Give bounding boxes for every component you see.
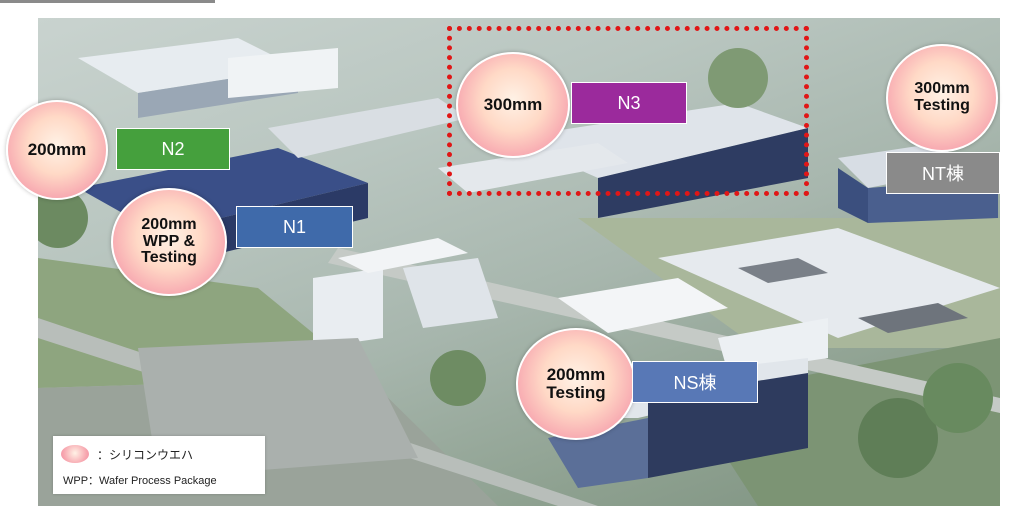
top-rule bbox=[0, 0, 215, 3]
label-n2: N2 bbox=[116, 128, 230, 170]
circle-300mm-testing: 300mm Testing bbox=[886, 44, 998, 152]
n3-highlight-frame bbox=[447, 26, 809, 196]
legend-box: ：シリコンウエハ WPP：Wafer Process Package bbox=[53, 436, 265, 494]
wafer-marker-icon bbox=[61, 445, 89, 463]
circle-200mm-testing: 200mm Testing bbox=[516, 328, 636, 440]
legend-wafer-text: ：シリコンウエハ bbox=[97, 448, 194, 462]
circle-300mm: 300mm bbox=[456, 52, 570, 158]
circle-200mm: 200mm bbox=[6, 100, 108, 200]
label-nt: NT棟 bbox=[886, 152, 1000, 194]
circle-200mm-wpp-testing: 200mm WPP & Testing bbox=[111, 188, 227, 296]
legend-wpp-text: WPP：Wafer Process Package bbox=[63, 475, 217, 487]
label-n1: N1 bbox=[236, 206, 353, 248]
label-ns: NS棟 bbox=[632, 361, 758, 403]
label-n3: N3 bbox=[571, 82, 687, 124]
